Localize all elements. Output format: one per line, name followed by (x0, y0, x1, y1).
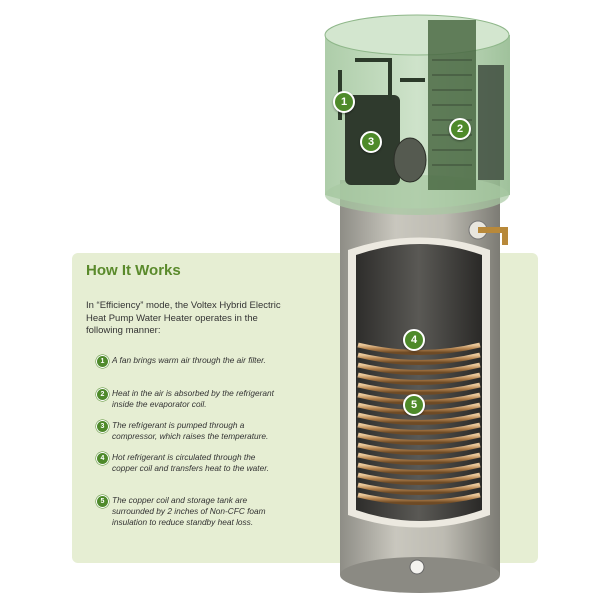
step-text: A fan brings warm air through the air fi… (112, 355, 266, 365)
heat-pump-compartment (324, 14, 510, 215)
step-text: The copper coil and storage tank are sur… (112, 495, 266, 527)
intro-text: In “Efficiency” mode, the Voltex Hybrid … (86, 300, 281, 336)
step-text: Hot refrigerant is circulated through th… (112, 452, 269, 473)
callout-2: 2 (449, 118, 471, 140)
step-number: 3 (96, 420, 109, 433)
step-number: 2 (96, 388, 109, 401)
how-it-works-heading: How It Works (86, 262, 181, 279)
copper-coil (357, 342, 481, 505)
callout-4: 4 (403, 329, 425, 351)
relief-valve (468, 220, 508, 245)
drain-valve (409, 559, 425, 575)
step-text: Heat in the air is absorbed by the refri… (112, 388, 274, 409)
callout-1: 1 (333, 91, 355, 113)
callout-5: 5 (403, 394, 425, 416)
callout-3: 3 (360, 131, 382, 153)
step-number: 1 (96, 355, 109, 368)
step-number: 4 (96, 452, 109, 465)
step-text: The refrigerant is pumped through a comp… (112, 420, 269, 441)
step-number: 5 (96, 495, 109, 508)
